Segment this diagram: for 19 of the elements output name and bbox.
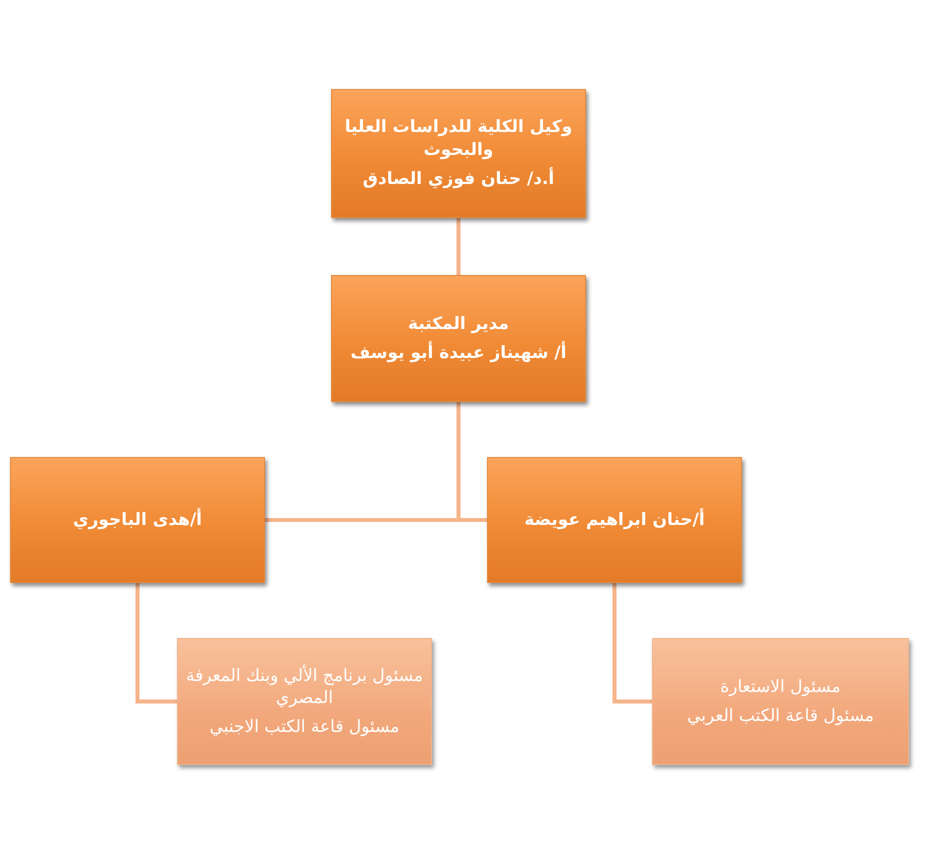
org-box (487, 457, 742, 583)
connector-line (456, 218, 460, 275)
connector-line (612, 583, 652, 704)
duty-box (652, 638, 909, 765)
org-box (10, 457, 265, 583)
person-name: أ.د/ حنان فوزي الصادق (362, 168, 554, 191)
org-box (331, 89, 586, 218)
duty-box (177, 638, 432, 765)
duty-text: مسئول برنامج الألي وبنك المعرفة المصري (185, 665, 424, 710)
connector-line (136, 583, 177, 704)
duty-text: مسئول الاستعارة (720, 676, 841, 698)
person-name: أ/حنان ابراهيم عويضة (524, 508, 705, 532)
org-box (331, 275, 586, 402)
person-name: أ/ شهيناز عبيدة أبو يوسف (350, 342, 566, 364)
duty-text: مسئول قاعة الكتب العربي (687, 704, 874, 727)
position-title: وكيل الكلية للدراسات العليا والبحوث (344, 116, 574, 162)
position-title: مدير المكتبة (408, 312, 509, 336)
duty-text: مسئول قاعة الكتب الاجنبي (210, 716, 400, 738)
person-name: أ/هدى الباجوري (73, 508, 202, 532)
